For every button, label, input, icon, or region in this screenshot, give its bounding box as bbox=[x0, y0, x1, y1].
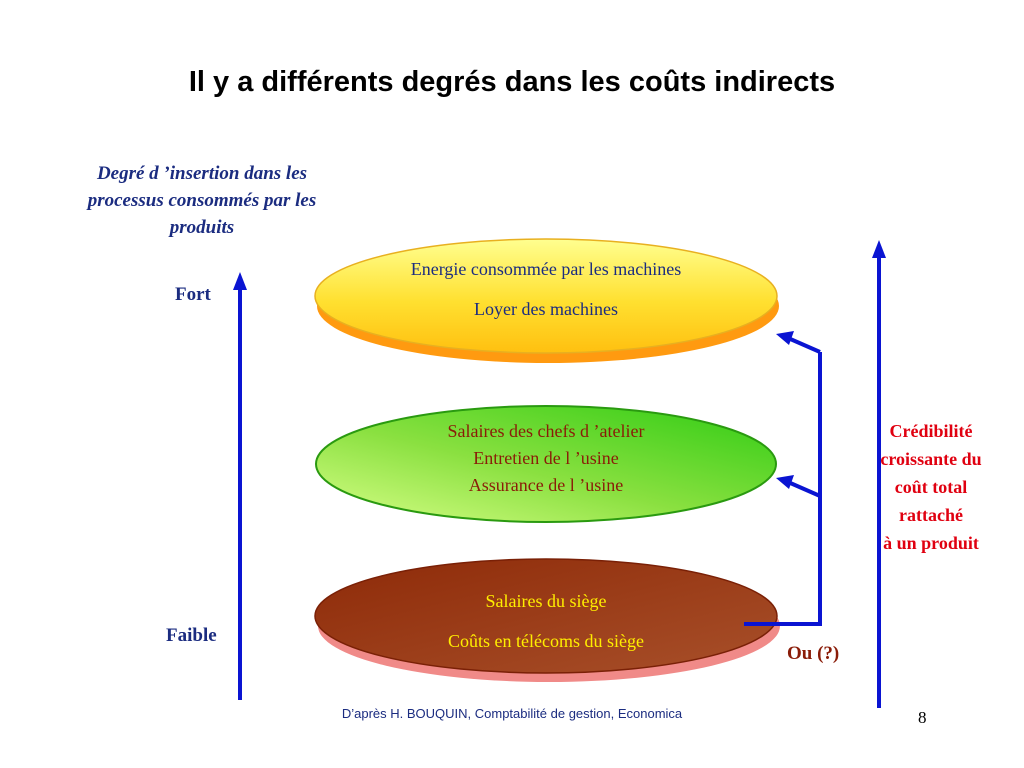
ellipse-level-medium bbox=[315, 405, 777, 523]
axis-label-fort: Fort bbox=[175, 284, 211, 305]
reallocation-connector bbox=[744, 336, 822, 626]
axis-label-faible: Faible bbox=[166, 625, 217, 646]
reallocation-label: Ou (?) bbox=[787, 643, 840, 664]
level-high-line-2: Loyer des machines bbox=[474, 299, 618, 319]
right-axis-line-1: Crédibilité bbox=[889, 421, 973, 441]
level-low-text: Salaires du siège Coûts en télécoms du s… bbox=[330, 588, 762, 655]
level-medium-text: Salaires des chefs d ’atelier Entretien … bbox=[330, 418, 762, 499]
right-axis-line-2: croissante du bbox=[880, 449, 982, 469]
level-low-line-1: Salaires du siège bbox=[485, 591, 607, 611]
arrowhead-to-medium bbox=[776, 475, 794, 489]
right-axis-line-4: rattaché bbox=[899, 505, 963, 525]
ellipse-level-high bbox=[314, 238, 779, 363]
left-axis-caption: Degré d ’insertion dans les processus co… bbox=[87, 163, 317, 238]
level-medium-line-2: Entretien de l ’usine bbox=[473, 448, 619, 468]
arrowhead-to-high bbox=[776, 331, 794, 345]
right-axis-line-5: à un produit bbox=[883, 533, 979, 553]
level-high-text: Energie consommée par les machines Loyer… bbox=[330, 256, 762, 323]
level-medium-line-1: Salaires des chefs d ’atelier bbox=[447, 421, 645, 441]
level-high-line-1: Energie consommée par les machines bbox=[410, 259, 682, 279]
slide-title: Il y a différents degrés dans les coûts … bbox=[188, 66, 836, 98]
right-axis-label: Crédibilité croissante du coût total rat… bbox=[856, 417, 1006, 557]
ellipse-level-low bbox=[314, 558, 780, 682]
level-low-line-2: Coûts en télécoms du siège bbox=[448, 631, 644, 651]
level-medium-line-3: Assurance de l ’usine bbox=[468, 475, 624, 495]
left-axis-arrow bbox=[233, 272, 247, 700]
page-number: 8 bbox=[918, 708, 927, 727]
source-citation: D’après H. BOUQUIN, Comptabilité de gest… bbox=[341, 706, 683, 721]
right-axis-arrow bbox=[872, 240, 886, 708]
right-axis-line-3: coût total bbox=[894, 477, 968, 497]
